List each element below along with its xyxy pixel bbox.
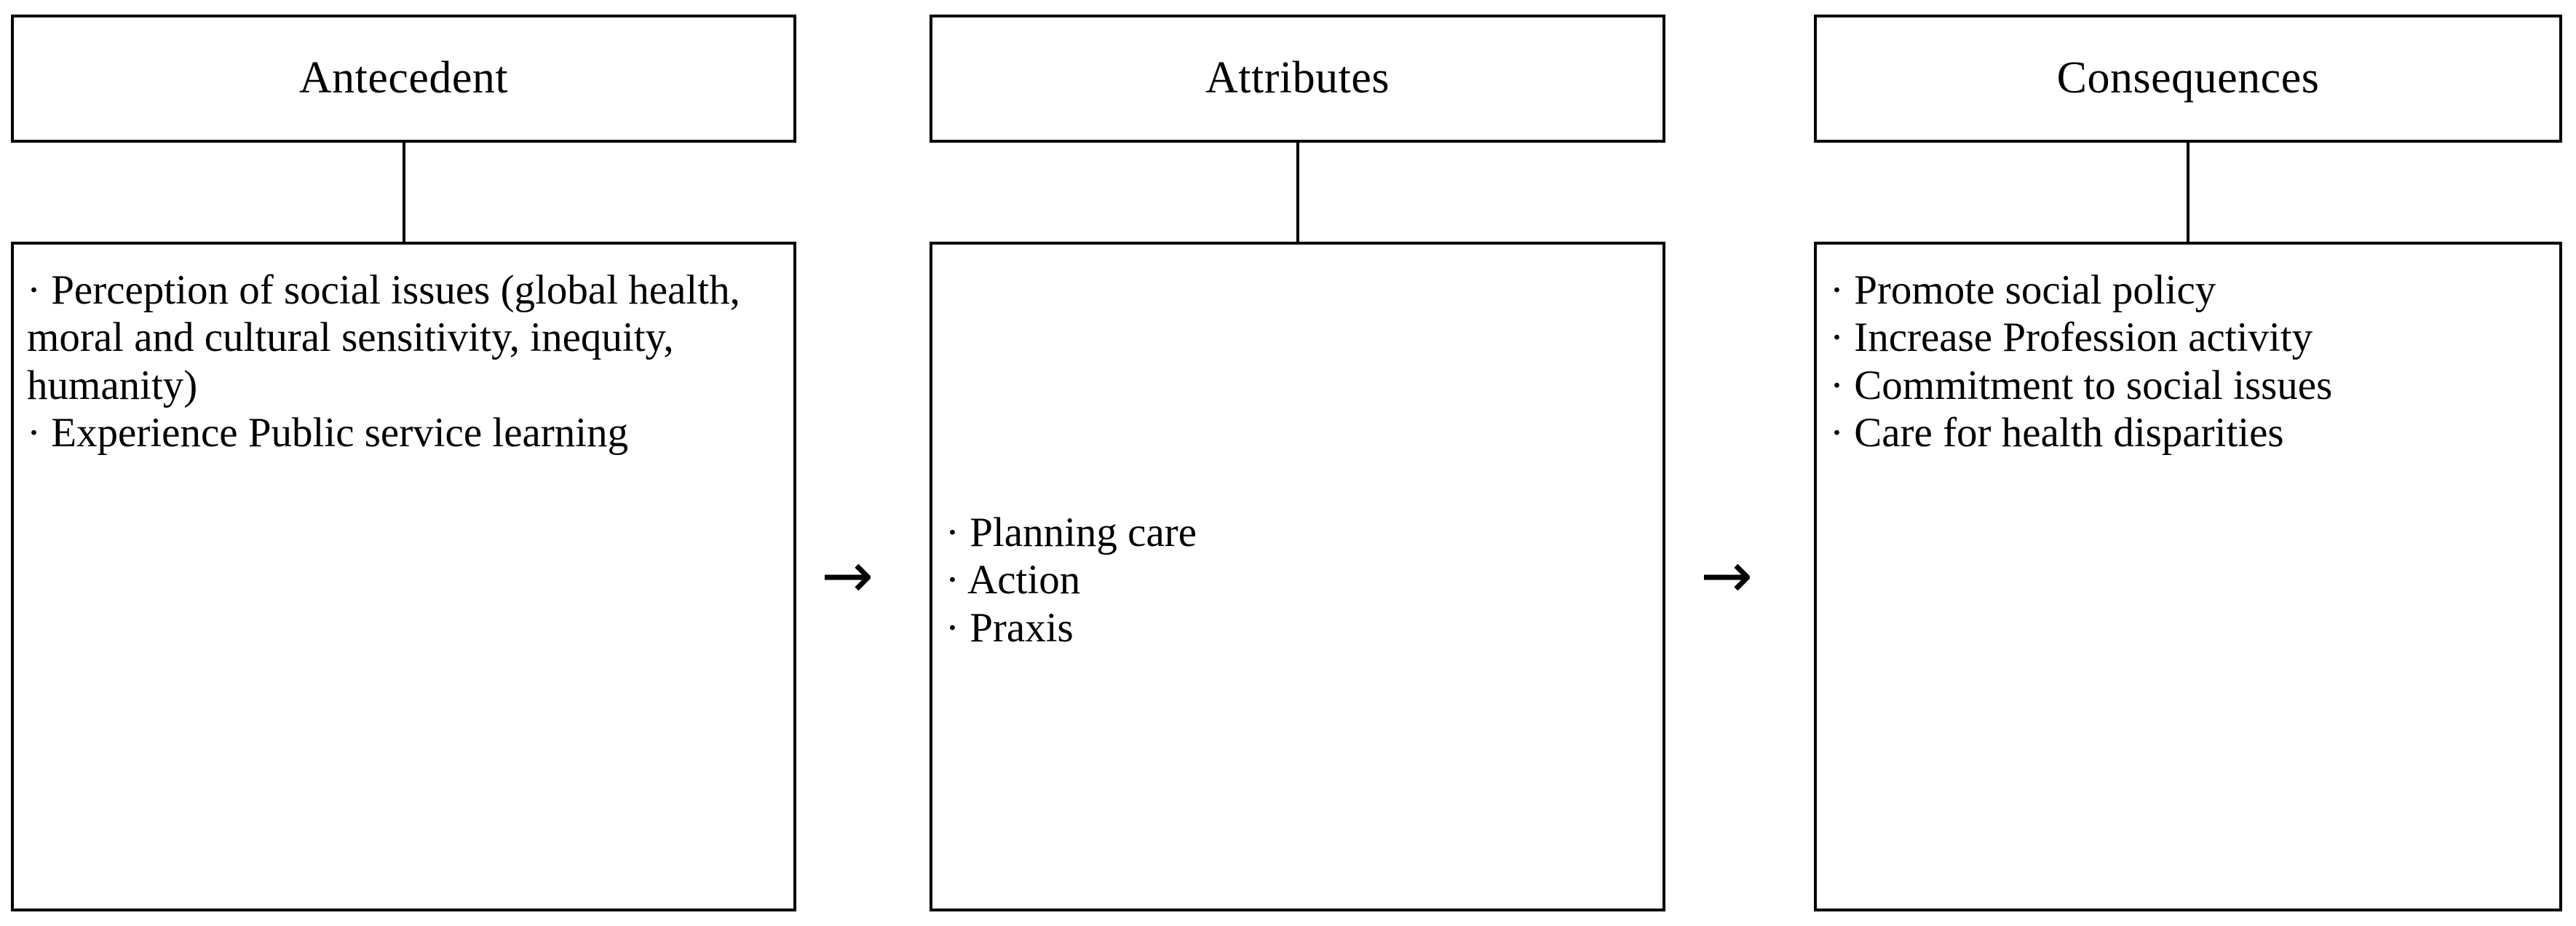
header-box-attributes: Attributes	[930, 15, 1665, 143]
connector-line-consequences	[2187, 141, 2189, 243]
bullet-item: · Praxis	[946, 604, 1074, 651]
header-label-antecedent: Antecedent	[298, 53, 509, 103]
bullet-item: · Experience Public service learning	[27, 409, 629, 456]
connector-line-attributes	[1296, 141, 1299, 243]
header-label-attributes: Attributes	[1205, 53, 1390, 103]
header-label-consequences: Consequences	[2056, 53, 2320, 103]
bullet-item: · Increase Profession activity	[1830, 314, 2313, 361]
bullet-item: · Planning care	[946, 510, 1197, 556]
header-box-consequences: Consequences	[1814, 15, 2562, 143]
bullet-item: · Promote social policy	[1830, 267, 2216, 313]
arrow-right-icon: →	[1700, 539, 1753, 612]
content-box-attributes: · Planning care · Action · Praxis	[930, 242, 1665, 911]
content-box-consequences: · Promote social policy · Increase Profe…	[1814, 242, 2562, 911]
content-box-antecedent: · Perception of social issues (global he…	[11, 242, 796, 911]
bullet-item: · Action	[946, 557, 1081, 604]
bullet-item: · Commitment to social issues	[1830, 362, 2333, 408]
bullet-item: · Perception of social issues (global he…	[27, 267, 740, 408]
bullet-item: · Care for health disparities	[1830, 409, 2284, 456]
header-box-antecedent: Antecedent	[11, 15, 796, 143]
connector-line-antecedent	[403, 141, 405, 243]
arrow-right-icon: →	[821, 539, 874, 612]
